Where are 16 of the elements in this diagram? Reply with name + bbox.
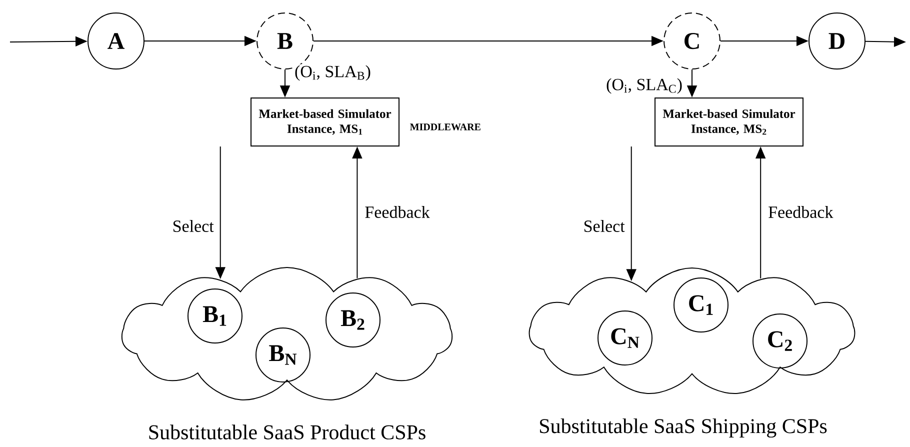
edge-label: (O$_{i}$, SLA$_{C}$) xyxy=(605,77,684,95)
simulator-box: Market-based Simulator Instance, MS$_{1}$ xyxy=(250,98,400,146)
circle-node: A xyxy=(88,12,144,70)
cloud-shape xyxy=(528,268,856,394)
edge-label: (O$_{i}$, SLA$_{B}$) xyxy=(294,64,372,82)
edge-label: Select xyxy=(582,219,626,233)
dashed-circle-node: C xyxy=(664,12,720,70)
cloud-shape xyxy=(121,267,453,400)
edge-label: Feedback xyxy=(767,205,834,219)
simulator-box: Market-based Simulator Instance, MS$_{2}$ xyxy=(654,98,804,146)
edge-label: Feedback xyxy=(364,205,431,219)
circle-node: D xyxy=(808,12,866,70)
cloud-caption: Substitutable SaaS Product CSPs xyxy=(149,424,426,440)
cloud-caption: Substitutable SaaS Shipping CSPs xyxy=(540,418,827,438)
edge-label: Select xyxy=(171,219,215,233)
layer-label: MIDDLEWARE xyxy=(410,124,480,130)
